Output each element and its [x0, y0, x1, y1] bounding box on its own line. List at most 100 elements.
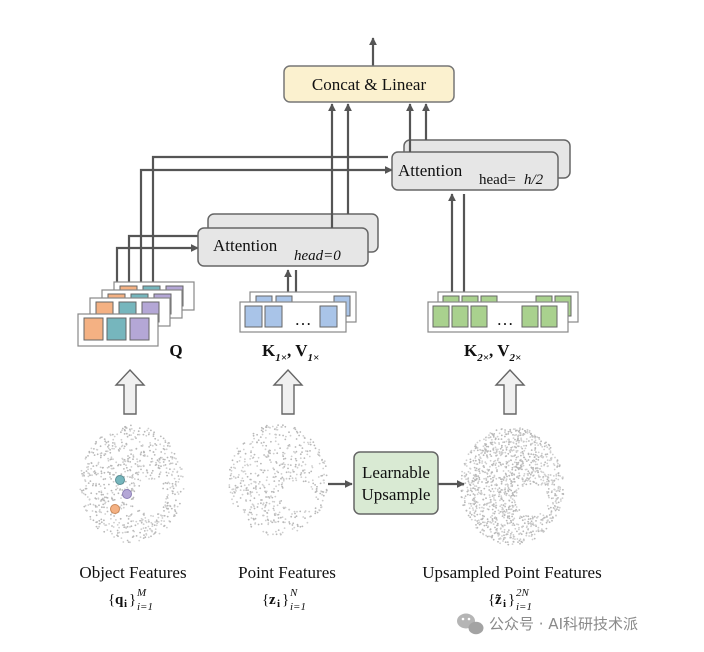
point-cloud-dot — [312, 441, 315, 443]
point-cloud-dot — [275, 433, 278, 436]
point-cloud-dot — [246, 493, 249, 495]
point-cloud-dot — [508, 522, 511, 525]
point-cloud-dot — [116, 532, 119, 534]
point-cloud-dot — [274, 449, 276, 451]
point-cloud-dot — [323, 473, 325, 476]
point-cloud-dot — [116, 534, 118, 537]
point-cloud-dot — [144, 527, 147, 529]
point-cloud-dot — [300, 472, 303, 474]
point-cloud-dot — [122, 461, 124, 463]
point-cloud-dot — [547, 494, 550, 497]
point-cloud-dot — [157, 521, 160, 523]
point-cloud-dot — [510, 521, 513, 524]
point-cloud-dot — [488, 434, 490, 436]
point-cloud-dot — [288, 521, 291, 523]
point-cloud-dot — [522, 515, 525, 518]
point-cloud-dot — [93, 470, 96, 472]
point-cloud-dot — [298, 434, 300, 437]
point-cloud-dot — [474, 457, 477, 459]
point-cloud-dot — [518, 532, 521, 535]
point-cloud-dot — [154, 448, 157, 451]
point-cloud-dot — [228, 486, 231, 488]
kv2-v-sub: 2× — [509, 352, 522, 364]
point-cloud-dot — [90, 467, 92, 470]
point-cloud-dot — [494, 459, 497, 462]
point-cloud-dot — [525, 438, 528, 440]
point-cloud-dot — [300, 476, 303, 478]
point-cloud-dot — [294, 512, 296, 515]
point-cloud-dot — [474, 509, 477, 512]
point-cloud-dot — [256, 433, 258, 436]
point-cloud-dot — [109, 434, 112, 437]
upsample-line1: Learnable — [362, 463, 430, 482]
point-cloud-dot — [552, 507, 555, 509]
point-cloud-dot — [141, 445, 144, 447]
point-cloud-dot — [513, 517, 516, 520]
point-cloud-dot — [100, 511, 103, 514]
point-cloud-dot — [535, 530, 538, 532]
point-cloud-dot — [484, 452, 486, 454]
point-cloud-dot — [236, 461, 239, 463]
point-cloud-dot — [316, 485, 318, 488]
point-cloud-dot — [172, 487, 175, 490]
point-cloud-dot — [323, 482, 325, 484]
point-cloud-dot — [162, 464, 165, 467]
point-cloud-dot — [296, 529, 299, 532]
point-cloud-dot — [175, 499, 177, 502]
point-cloud-dot — [548, 448, 551, 450]
point-cloud-dot — [132, 476, 134, 479]
point-cloud-dot — [84, 493, 87, 496]
point-cloud-dot — [250, 495, 253, 497]
point-cloud-dot — [517, 541, 519, 543]
point-cloud-dot — [112, 480, 115, 483]
point-cloud-dot — [161, 517, 164, 519]
point-cloud-dot — [122, 502, 125, 504]
point-cloud-dot — [142, 433, 145, 436]
point-cloud-dot — [304, 476, 307, 479]
point-cloud-dot — [468, 502, 470, 505]
point-cloud-dot — [250, 450, 253, 452]
point-cloud-dot — [251, 503, 254, 506]
point-cloud-dot — [89, 515, 92, 518]
point-cloud-dot — [545, 455, 548, 458]
point-cloud-dot — [553, 505, 556, 507]
point-cloud-dot — [511, 524, 514, 526]
point-cloud-dot — [472, 474, 475, 477]
point-cloud-dot — [241, 493, 244, 496]
point-cloud-dot — [179, 466, 182, 469]
point-cloud-dot — [116, 433, 119, 436]
point-cloud-dot — [519, 467, 521, 470]
point-cloud-dot — [504, 455, 507, 458]
point-cloud-dot — [100, 436, 102, 439]
point-cloud-dot — [150, 535, 152, 538]
point-cloud-dot — [267, 523, 270, 526]
point-cloud-dot — [297, 525, 299, 528]
point-cloud-dot — [127, 460, 130, 463]
point-cloud-dot — [318, 462, 321, 465]
point-cloud-dot — [105, 441, 108, 444]
point-cloud-dot — [498, 432, 501, 435]
point-cloud-dot — [236, 447, 239, 450]
watermark: 公众号 · AI科研技术派 — [457, 613, 638, 635]
point-cloud-dot — [560, 500, 562, 502]
point-cloud-dot — [479, 449, 482, 451]
point-cloud-dot — [107, 459, 110, 462]
point-cloud-dot — [171, 482, 174, 485]
point-cloud-dot — [492, 476, 494, 479]
point-cloud-dot — [81, 475, 84, 477]
point-cloud-dot — [552, 501, 554, 504]
point-cloud-dot — [494, 452, 497, 455]
point-cloud-dot — [180, 475, 182, 478]
point-cloud-dot — [283, 452, 286, 455]
point-cloud-dot — [501, 530, 503, 533]
point-cloud-dot — [264, 455, 267, 458]
point-cloud-dot — [471, 490, 473, 493]
point-features-caption: Point Features — [238, 563, 336, 582]
point-cloud-dot — [271, 496, 274, 499]
point-cloud-dot — [287, 467, 289, 470]
point-cloud-dot — [523, 539, 525, 542]
point-cloud-dot — [491, 441, 493, 444]
point-cloud-dot — [291, 524, 294, 526]
point-cloud-dot — [167, 472, 170, 474]
point-cloud-dot — [159, 461, 161, 464]
